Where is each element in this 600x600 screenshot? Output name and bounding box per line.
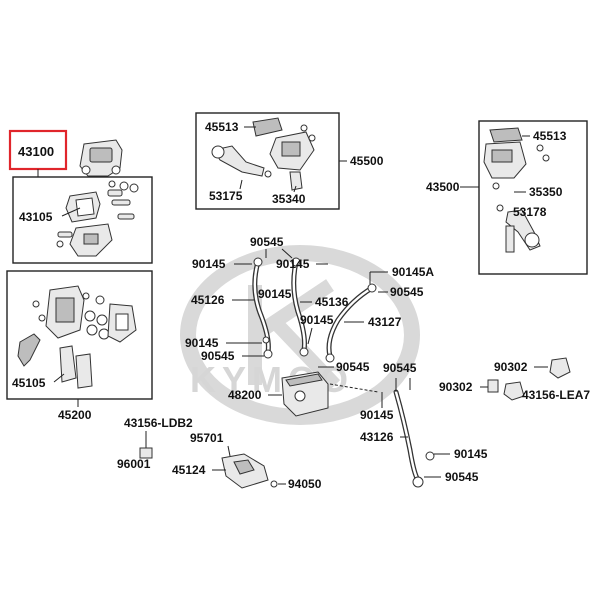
- caliper-assembly-45200: 45105 45200: [6, 270, 153, 422]
- label-43126[interactable]: 43126: [360, 430, 394, 444]
- label-43100[interactable]: 43100: [18, 144, 54, 159]
- clips-group: 90302 90302 43156-LEA7: [439, 357, 590, 402]
- label-43127[interactable]: 43127: [368, 315, 402, 329]
- label-35350[interactable]: 35350: [529, 185, 563, 199]
- label-90545-a[interactable]: 90545: [250, 235, 284, 249]
- label-90145-d[interactable]: 90145: [300, 313, 334, 327]
- kymco-watermark: KYMCO: [180, 245, 420, 425]
- label-90545-e[interactable]: 90545: [383, 361, 417, 375]
- caliper-body-drawing: [56, 139, 139, 257]
- label-48200[interactable]: 48200: [228, 388, 262, 402]
- label-45126[interactable]: 45126: [191, 293, 225, 307]
- label-45136[interactable]: 45136: [315, 295, 349, 309]
- label-90145-g[interactable]: 90145: [454, 447, 488, 461]
- label-35340[interactable]: 35340: [272, 192, 306, 206]
- label-90145A[interactable]: 90145A: [392, 265, 434, 279]
- label-90545-d[interactable]: 90545: [336, 360, 370, 374]
- label-45513-a[interactable]: 45513: [205, 120, 239, 134]
- label-94050[interactable]: 94050: [288, 477, 322, 491]
- box-43500: [478, 120, 588, 275]
- label-90145-f[interactable]: 90145: [360, 408, 394, 422]
- label-53178[interactable]: 53178: [513, 205, 547, 219]
- box-caliper-top: [12, 176, 153, 264]
- label-90302-b[interactable]: 90302: [439, 380, 473, 394]
- label-45105[interactable]: 45105: [12, 376, 46, 390]
- label-90145-a[interactable]: 90145: [192, 257, 226, 271]
- hose-labels: 90545 90145 90145 90145A 90545 45126 901…: [185, 235, 488, 484]
- master-cylinder-45500: 45513 53175 35340 45500: [195, 112, 384, 210]
- brake-hoses: [252, 257, 435, 488]
- label-90545-c[interactable]: 90545: [201, 349, 235, 363]
- master-cylinder-43500: 45513 35350 53178 43500: [426, 120, 588, 275]
- label-90545-b[interactable]: 90545: [390, 285, 424, 299]
- label-90145-c[interactable]: 90145: [258, 287, 292, 301]
- label-96001[interactable]: 96001: [117, 457, 151, 471]
- label-43105[interactable]: 43105: [19, 210, 53, 224]
- watermark-text: KYMCO: [190, 359, 354, 400]
- label-45124[interactable]: 45124: [172, 463, 206, 477]
- caliper-assembly-43100: 43100 43105: [8, 129, 153, 264]
- label-45513-b[interactable]: 45513: [533, 129, 567, 143]
- label-43156-LEA7[interactable]: 43156-LEA7: [522, 388, 590, 402]
- label-90145-b[interactable]: 90145: [276, 257, 310, 271]
- label-53175[interactable]: 53175: [209, 189, 243, 203]
- label-90545-f[interactable]: 90545: [445, 470, 479, 484]
- label-95701[interactable]: 95701: [190, 431, 224, 445]
- label-43156-LDB2[interactable]: 43156-LDB2: [124, 416, 193, 430]
- bracket-group: 43156-LDB2 96001 95701 45124 94050: [117, 416, 322, 491]
- label-43500[interactable]: 43500: [426, 180, 460, 194]
- label-90145-e[interactable]: 90145: [185, 336, 219, 350]
- label-45500[interactable]: 45500: [350, 154, 384, 168]
- label-45200[interactable]: 45200: [58, 408, 92, 422]
- abs-unit-48200: 48200: [228, 371, 379, 417]
- box-caliper-bottom: [6, 270, 153, 400]
- label-90302-a[interactable]: 90302: [494, 360, 528, 374]
